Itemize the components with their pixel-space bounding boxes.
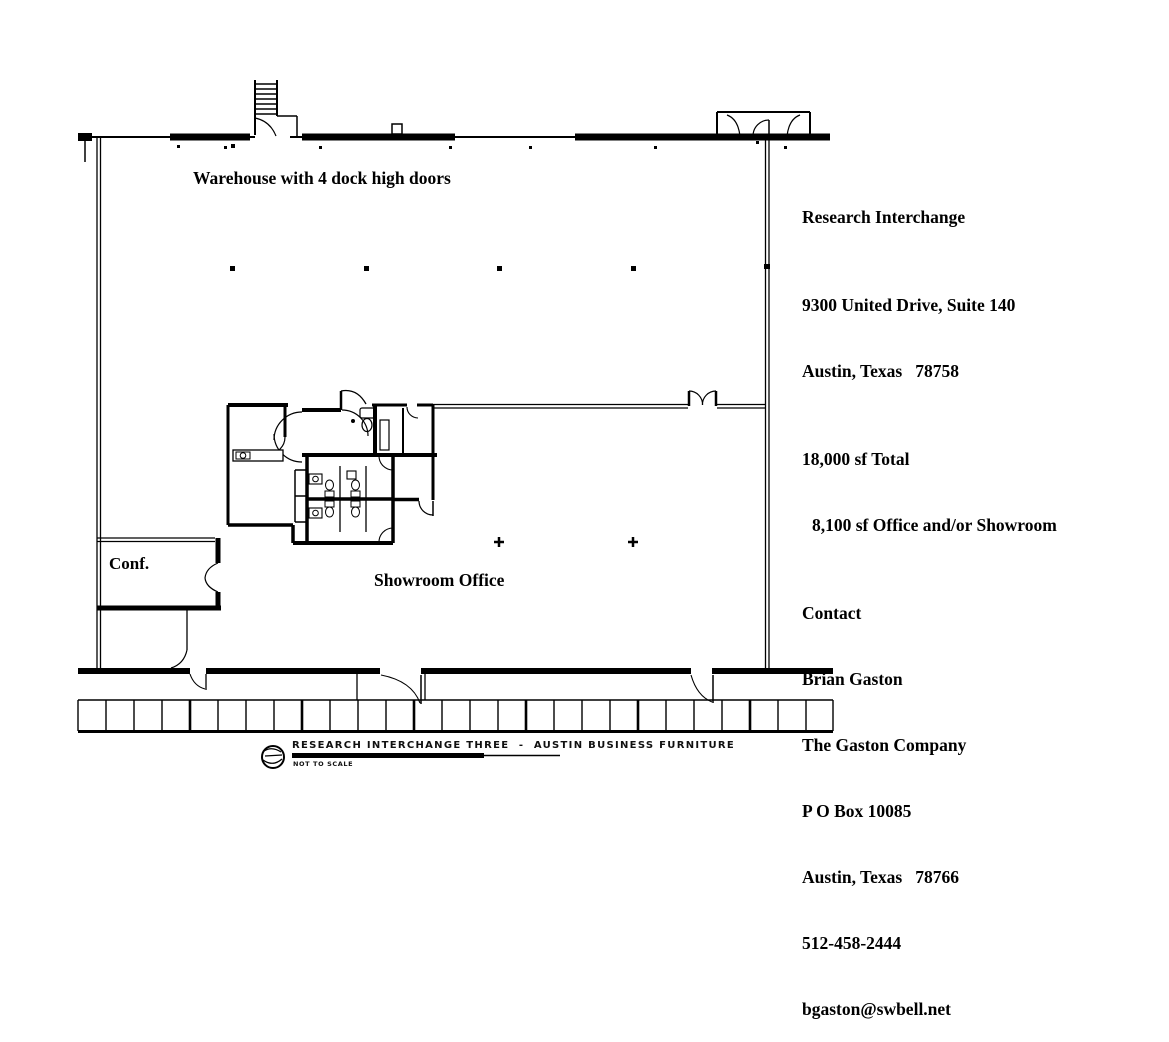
contact-company: The Gaston Company (802, 735, 967, 755)
property-info-panel: Research Interchange 9300 United Drive, … (802, 162, 1057, 1042)
showroom-columns (494, 537, 638, 547)
scale-note: NOT TO SCALE (293, 760, 354, 768)
contact-email: bgaston@swbell.net (802, 999, 952, 1019)
size-total-line: 18,000 sf Total (802, 449, 910, 469)
sidewalk-strip (77, 699, 834, 733)
right-wall-door (752, 119, 770, 137)
address-line: Austin, Texas 78758 (802, 361, 960, 381)
contact-name: Brian Gaston (802, 669, 903, 689)
size-office-line: 8,100 sf Office and/or Showroom (812, 515, 1057, 535)
exit-corridor (170, 610, 207, 690)
warehouse-label: Warehouse with 4 dock high doors (193, 168, 451, 188)
floor-plan-drawing (77, 80, 834, 769)
property-title: Research Interchange (802, 207, 966, 227)
contact-po-box: P O Box 10085 (802, 801, 912, 821)
contact-phone: 512-458-2444 (802, 933, 902, 953)
conference-room (97, 537, 221, 611)
main-entry (356, 667, 426, 704)
caption-graphic (261, 745, 560, 769)
contact-city: Austin, Texas 78766 (802, 867, 960, 887)
stairwell (254, 80, 298, 137)
rear-door (690, 667, 714, 703)
warehouse-columns (230, 264, 770, 271)
dock-tick-marks (177, 144, 787, 149)
divider-wall (433, 390, 765, 409)
address-line: 9300 United Drive, Suite 140 (802, 295, 1016, 315)
contact-heading: Contact (802, 603, 862, 623)
caption-underline (292, 753, 484, 758)
showroom-office-label: Showroom Office (374, 570, 505, 590)
caption-title: RESEARCH INTERCHANGE THREE - AUSTIN BUSI… (292, 740, 736, 751)
entry-vestibule-top (716, 111, 811, 144)
caption-logo-icon (261, 745, 285, 769)
conference-room-label: Conf. (109, 554, 150, 573)
office-cluster (226, 389, 437, 545)
